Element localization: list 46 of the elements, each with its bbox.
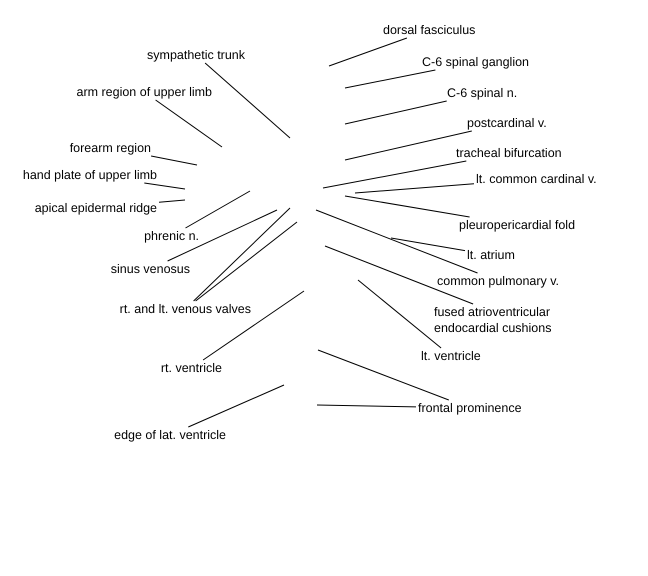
leader-line bbox=[344, 70, 436, 88]
part-label: arm region of upper limb bbox=[76, 84, 212, 100]
leader-line bbox=[324, 246, 474, 304]
leader-line bbox=[202, 290, 304, 360]
leader-line bbox=[158, 200, 186, 203]
leader-line bbox=[193, 208, 290, 302]
part-label: postcardinal v. bbox=[467, 115, 547, 131]
part-label: sympathetic trunk bbox=[147, 47, 245, 63]
leader-line bbox=[328, 38, 408, 66]
part-label: C-6 spinal n. bbox=[447, 85, 518, 101]
part-label: rt. ventricle bbox=[160, 360, 222, 376]
part-label: hand plate of upper limb bbox=[22, 167, 157, 183]
leader-line bbox=[188, 384, 284, 428]
part-label: edge of lat. ventricle bbox=[114, 427, 226, 443]
part-label: common pulmonary v. bbox=[437, 273, 560, 289]
part-label: phrenic n. bbox=[144, 228, 199, 244]
part-label: C-6 spinal ganglion bbox=[422, 54, 530, 70]
part-label: frontal prominence bbox=[418, 400, 522, 416]
leader-line bbox=[316, 404, 416, 408]
leader-line bbox=[344, 100, 448, 124]
leader-line bbox=[167, 210, 278, 262]
leader-line bbox=[155, 100, 222, 148]
leader-line bbox=[316, 210, 478, 274]
leader-line bbox=[344, 130, 472, 160]
leader-line bbox=[322, 160, 467, 188]
part-label: apical epidermal ridge bbox=[34, 200, 157, 216]
leader-line bbox=[390, 238, 466, 252]
part-label: lt. ventricle bbox=[421, 348, 481, 364]
leader-line bbox=[195, 222, 298, 302]
part-label: forearm region bbox=[70, 140, 151, 156]
part-label: lt. common cardinal v. bbox=[476, 171, 597, 187]
leader-line bbox=[150, 156, 198, 166]
part-label: sinus venosus bbox=[110, 261, 190, 277]
leader-line bbox=[204, 62, 290, 138]
leader-line bbox=[354, 183, 474, 194]
part-label: tracheal bifurcation bbox=[456, 145, 562, 161]
leader-line bbox=[344, 196, 470, 218]
leader-line bbox=[318, 350, 450, 400]
part-label: fused atrioventricular endocardial cushions bbox=[434, 304, 594, 336]
part-label: pleuropericardial fold bbox=[459, 217, 576, 233]
part-label: dorsal fasciculus bbox=[383, 22, 476, 38]
part-label: lt. atrium bbox=[467, 247, 515, 263]
leader-line bbox=[358, 280, 442, 348]
leader-line bbox=[185, 190, 250, 228]
leader-line bbox=[144, 182, 186, 190]
part-label: rt. and lt. venous valves bbox=[120, 301, 251, 317]
